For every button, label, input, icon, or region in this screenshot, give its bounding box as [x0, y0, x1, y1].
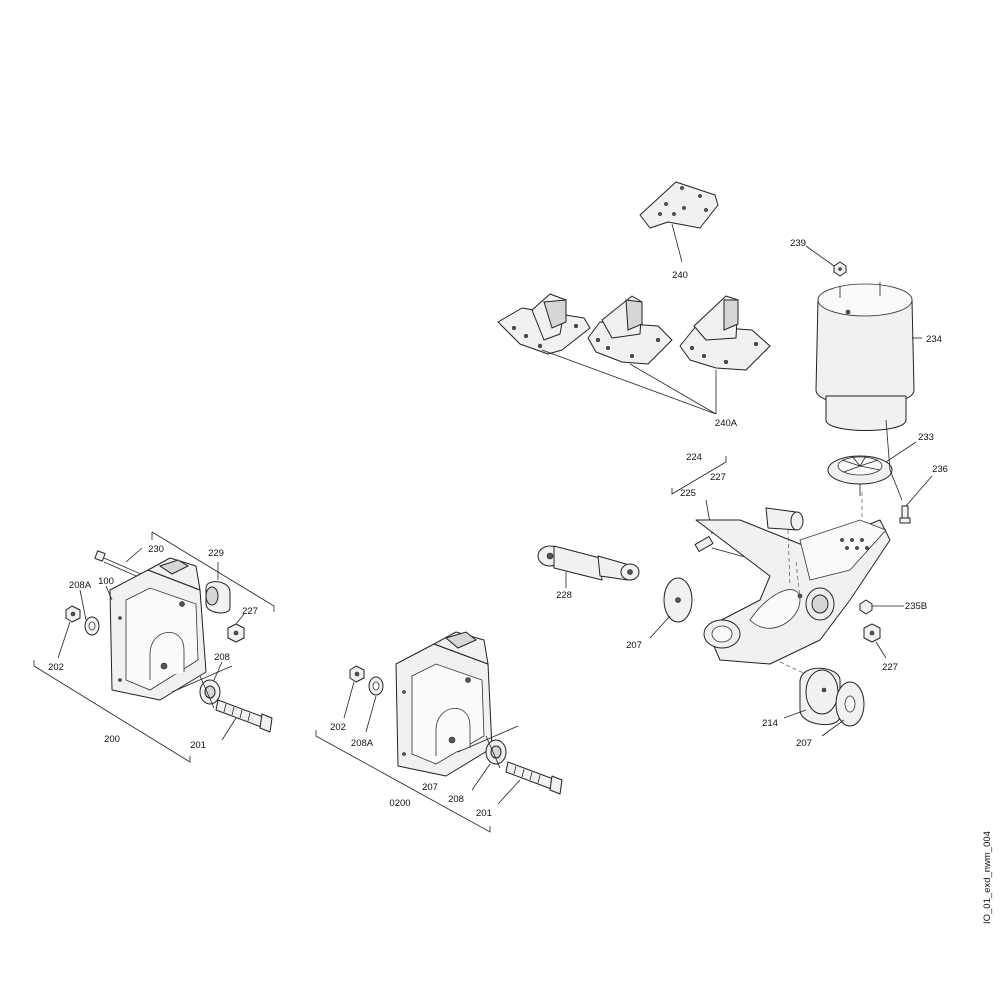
callout-224: 224 [686, 452, 702, 463]
part-100-hanger-bracket[interactable] [109, 557, 207, 701]
part-227-nut-left[interactable] [227, 623, 245, 643]
callout-0200: 0200 [389, 798, 410, 809]
part-208-washer-left[interactable] [171, 665, 233, 709]
part-239-nut[interactable] [833, 261, 847, 277]
callout-239: 239 [790, 238, 806, 249]
callout-207-right: 207 [796, 738, 812, 749]
part-228-shock-absorber[interactable] [537, 545, 640, 581]
callout-235b: 235B [905, 601, 927, 612]
part-201-bolt-center[interactable] [505, 761, 563, 795]
callout-233: 233 [918, 432, 934, 443]
callout-100: 100 [98, 576, 114, 587]
callout-200: 200 [104, 734, 120, 745]
callout-229: 229 [208, 548, 224, 559]
callout-208-center: 208 [448, 794, 464, 805]
callout-207-mid: 207 [626, 640, 642, 651]
callout-201-center: 201 [476, 808, 492, 819]
callout-214: 214 [762, 718, 778, 729]
part-208a-washer-center[interactable] [368, 676, 384, 696]
part-229-bushing-left[interactable] [205, 581, 231, 614]
part-240-top-plate[interactable] [639, 181, 719, 229]
callout-227-right: 227 [882, 662, 898, 673]
callout-240a: 240A [715, 418, 738, 429]
part-207-washer-mid[interactable] [663, 577, 693, 623]
part-233-piston-plate[interactable] [827, 455, 893, 496]
callout-234: 234 [926, 334, 942, 345]
part-236-bolt[interactable] [899, 505, 911, 524]
part-hanger-bracket-center[interactable] [395, 631, 493, 777]
part-240a-bracket-2[interactable] [587, 295, 673, 365]
callout-202-left: 202 [48, 662, 64, 673]
part-bushing-upper[interactable] [765, 507, 804, 531]
callout-207-center: 207 [422, 782, 438, 793]
callout-227-top: 227 [710, 472, 726, 483]
callout-225: 225 [680, 488, 696, 499]
part-240a-bracket-3[interactable] [679, 295, 771, 371]
callout-230: 230 [148, 544, 164, 555]
callout-236: 236 [932, 464, 948, 475]
part-208a-washer-left[interactable] [84, 616, 100, 636]
part-214-bushing[interactable] [799, 667, 841, 726]
part-234-air-spring[interactable] [815, 282, 915, 431]
callout-208-left: 208 [214, 652, 230, 663]
part-227-nut-right[interactable] [863, 623, 881, 643]
part-235b-nut[interactable] [859, 599, 873, 615]
part-202-nut-left[interactable] [65, 605, 81, 623]
callout-240: 240 [672, 270, 688, 281]
callout-208a-left: 208A [69, 580, 92, 591]
part-208-washer-center[interactable] [457, 725, 519, 769]
part-202-nut-center[interactable] [349, 665, 365, 683]
callout-208a-center: 208A [351, 738, 374, 749]
callout-228: 228 [556, 590, 572, 601]
part-240a-bracket-1[interactable] [497, 293, 591, 355]
part-trailing-arm[interactable] [695, 519, 891, 665]
drawing-reference: IO_01_exd_nwm_004 [982, 831, 993, 924]
part-201-bolt-left[interactable] [215, 699, 273, 733]
callout-201-left: 201 [190, 740, 206, 751]
callout-202-center: 202 [330, 722, 346, 733]
part-207-washer-right[interactable] [835, 681, 865, 727]
callout-227-left: 227 [242, 606, 258, 617]
